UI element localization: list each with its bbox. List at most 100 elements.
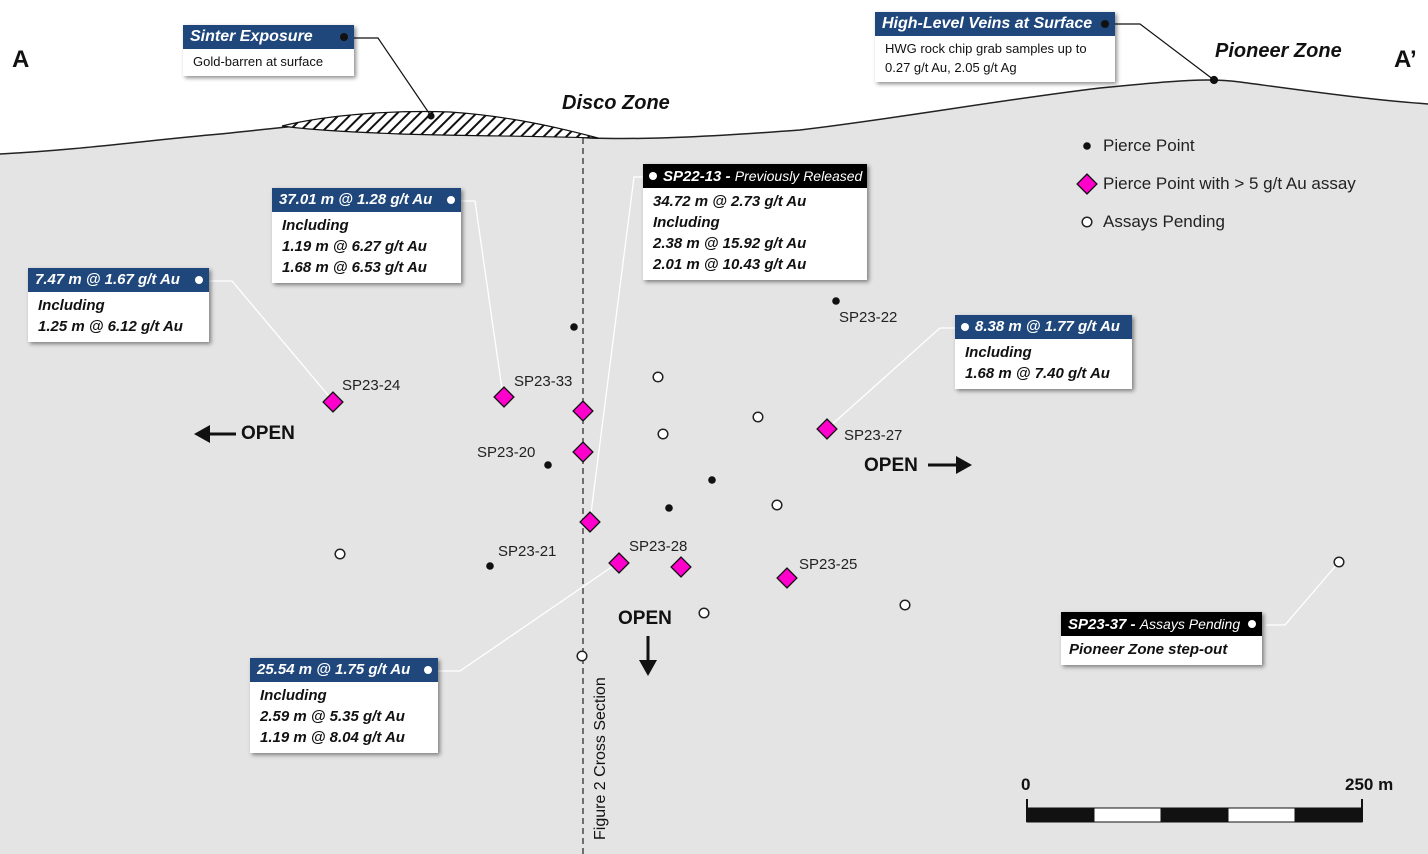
legend-pierce-point-icon — [1083, 142, 1091, 150]
pierce-point — [832, 297, 840, 305]
high-grade-points — [322, 386, 838, 589]
callout-body: Including 1.25 m @ 6.12 g/t Au — [28, 292, 209, 342]
callout-body: Gold-barren at surface — [183, 49, 354, 76]
hole-label-sp23-24: SP23-24 — [342, 377, 401, 394]
leader-sinter-end — [427, 112, 435, 120]
leader-anchor-icon — [195, 276, 203, 284]
scale-segment — [1160, 807, 1229, 823]
high-grade-point — [572, 400, 594, 422]
callout-line: 1.19 m @ 8.04 g/t Au — [260, 729, 405, 746]
scale-segment — [1026, 807, 1095, 823]
section-start-label: A — [12, 46, 30, 73]
callout-line: Including — [260, 687, 327, 704]
pending-point — [576, 650, 588, 662]
c2554-callout: 25.54 m @ 1.75 g/t Au Including 2.59 m @… — [250, 658, 438, 753]
leader-c3701 — [460, 200, 504, 397]
callout-line: Including — [38, 297, 105, 314]
pending-point — [752, 411, 764, 423]
leader-anchor-icon — [1101, 20, 1109, 28]
hole-label-sp23-27: SP23-27 — [844, 427, 903, 444]
leader-anchor-icon — [340, 33, 348, 41]
pending-point — [657, 428, 669, 440]
legend-pierce-point-label: Pierce Point — [1103, 136, 1195, 155]
c747-callout: 7.47 m @ 1.67 g/t Au Including 1.25 m @ … — [28, 268, 209, 342]
callout-line: 1.25 m @ 6.12 g/t Au — [38, 318, 183, 335]
callout-title: 25.54 m @ 1.75 g/t Au — [257, 661, 411, 678]
leader-anchor-icon — [447, 196, 455, 204]
pending-point — [698, 607, 710, 619]
callout-body: Including 2.59 m @ 5.35 g/t Au 1.19 m @ … — [250, 682, 438, 753]
leader-c747 — [198, 280, 334, 402]
scale-end-label: 250 m — [1345, 775, 1394, 794]
leader-anchor-icon — [649, 172, 657, 180]
callout-line: Gold-barren at surface — [193, 54, 324, 69]
scale-bar — [1026, 799, 1363, 823]
leader-c838 — [827, 327, 958, 429]
pending-point — [1333, 556, 1345, 568]
callout-line: 0.27 g/t Au, 2.05 g/t Ag — [885, 60, 1017, 75]
callout-header: 37.01 m @ 1.28 g/t Au — [272, 188, 461, 212]
pierce-point — [665, 504, 673, 512]
callout-line: HWG rock chip grab samples up to — [885, 41, 1087, 56]
high-grade-point — [572, 441, 594, 463]
leader-lines — [346, 23, 1219, 120]
callout-line: 1.19 m @ 6.27 g/t Au — [282, 238, 427, 255]
callout-title: 8.38 m @ 1.77 g/t Au — [975, 318, 1120, 335]
pierce-point — [486, 562, 494, 570]
topographic-surface-line — [0, 79, 1428, 155]
leader-anchor-icon — [961, 323, 969, 331]
high-grade-point — [493, 386, 515, 408]
sp22-13-callout: SP22-13 - Previously Released 34.72 m @ … — [643, 164, 867, 280]
high-level-veins-callout: High-Level Veins at Surface HWG rock chi… — [875, 12, 1115, 82]
high-grade-point — [579, 511, 601, 533]
pending-point — [334, 548, 346, 560]
sinter-exposure-shape — [281, 110, 599, 139]
pierce-points — [486, 297, 840, 570]
scale-segment — [1093, 807, 1162, 823]
sinter-exposure-callout: Sinter Exposure Gold-barren at surface — [183, 25, 354, 76]
callout-line: 2.01 m @ 10.43 g/t Au — [653, 256, 807, 273]
pending-point — [652, 371, 664, 383]
leader-sp2337 — [1266, 561, 1340, 626]
hole-label-sp23-22: SP23-22 — [839, 309, 898, 326]
pending-point — [899, 599, 911, 611]
callout-header: Sinter Exposure — [183, 25, 354, 49]
open-down-label: OPEN — [618, 608, 672, 629]
section-end-label: A’ — [1394, 46, 1417, 73]
callout-line: Including — [282, 217, 349, 234]
open-arrows — [194, 425, 972, 676]
callout-body: 34.72 m @ 2.73 g/t Au Including 2.38 m @… — [643, 188, 867, 280]
open-left-arrow — [194, 425, 236, 443]
callout-body: Including 1.68 m @ 7.40 g/t Au — [955, 339, 1132, 389]
pierce-point — [708, 476, 716, 484]
callout-line: 1.68 m @ 6.53 g/t Au — [282, 259, 427, 276]
callout-line: Including — [965, 344, 1032, 361]
high-grade-point — [776, 567, 798, 589]
callout-header: 25.54 m @ 1.75 g/t Au — [250, 658, 438, 682]
callout-title: 37.01 m @ 1.28 g/t Au — [279, 191, 433, 208]
pending-point — [771, 499, 783, 511]
sp23-37-callout: SP23-37 - Assays Pending Pioneer Zone st… — [1061, 612, 1262, 665]
white-leader-lines — [198, 176, 1340, 672]
callout-header: 8.38 m @ 1.77 g/t Au — [955, 315, 1132, 339]
high-grade-point — [670, 556, 692, 578]
scale-segment — [1294, 807, 1363, 823]
leader-veins — [1106, 23, 1215, 81]
open-right-arrow — [928, 456, 972, 474]
scale-segment — [1227, 807, 1296, 823]
legend-high-grade-icon — [1076, 173, 1098, 195]
callout-line: 2.59 m @ 5.35 g/t Au — [260, 708, 405, 725]
callout-title: 7.47 m @ 1.67 g/t Au — [35, 271, 180, 288]
pierce-point — [570, 323, 578, 331]
callout-header: SP22-13 - Previously Released — [643, 164, 867, 188]
scale-start-label: 0 — [1021, 775, 1031, 794]
open-right-label: OPEN — [864, 455, 918, 476]
legend-symbols — [1076, 142, 1098, 228]
high-grade-point — [816, 418, 838, 440]
leader-veins-end — [1209, 75, 1219, 85]
high-grade-point — [608, 552, 630, 574]
pierce-point — [544, 461, 552, 469]
leader-anchor-icon — [424, 666, 432, 674]
c838-callout: 8.38 m @ 1.77 g/t Au Including 1.68 m @ … — [955, 315, 1132, 389]
